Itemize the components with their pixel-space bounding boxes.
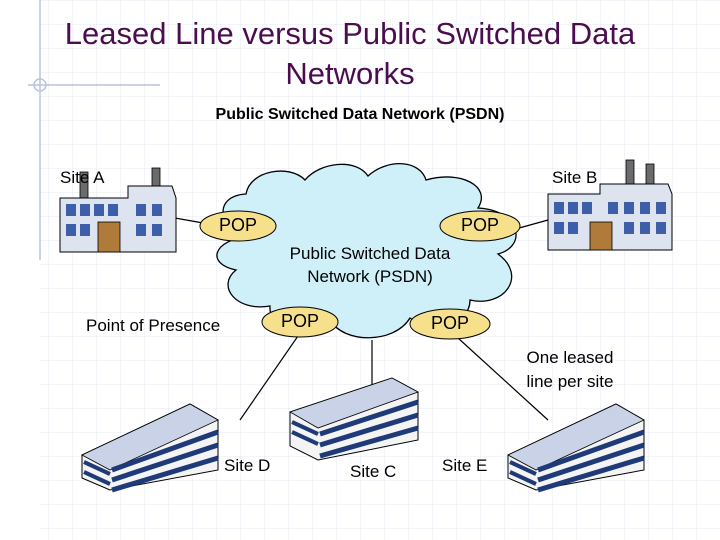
line-site-e: [457, 337, 549, 421]
site-a-building-icon: [59, 167, 177, 253]
pop-top-left-label: POP: [218, 215, 257, 235]
pop-bottom-left-label: POP: [280, 311, 319, 331]
title-line-1: Leased Line versus Public Switched Data: [64, 16, 636, 51]
title-line-2: Networks: [285, 56, 415, 91]
site-c-label: Site C: [350, 462, 397, 481]
pop-top-right-label: POP: [460, 215, 499, 235]
note-line-2: line per site: [526, 372, 614, 391]
site-a-label: Site A: [60, 168, 105, 187]
slide-title: Leased Line versus Public Switched Data …: [30, 14, 670, 94]
site-b-label: Site B: [552, 168, 598, 187]
cloud-label-line-2: Network (PSDN): [307, 267, 433, 286]
psdn-cloud: [216, 163, 517, 339]
pop-bottom-right-node: [409, 308, 491, 340]
site-d-label: Site D: [224, 456, 271, 475]
pop-bottom-left-node: [261, 306, 339, 338]
point-of-presence-label: Point of Presence: [86, 316, 221, 335]
note-line-1: One leased: [526, 348, 614, 367]
site-e-building-icon: [507, 403, 645, 493]
line-site-d: [239, 335, 299, 421]
site-e-label: Site E: [442, 456, 488, 475]
pop-bottom-right-label: POP: [430, 313, 469, 333]
pop-top-right-node: [439, 210, 521, 242]
diagram-subtitle: Public Switched Data Network (PSDN): [215, 106, 505, 123]
site-b-building-icon: [547, 159, 673, 251]
cloud-label-line-1: Public Switched Data: [289, 244, 451, 263]
pop-top-left-node: [199, 210, 277, 242]
leased-line-note: One leased line per site: [500, 346, 640, 394]
site-c-building-icon: [289, 377, 419, 461]
site-d-building-icon: [81, 403, 219, 493]
cloud-label: Public Switched Data Network (PSDN): [260, 242, 480, 288]
